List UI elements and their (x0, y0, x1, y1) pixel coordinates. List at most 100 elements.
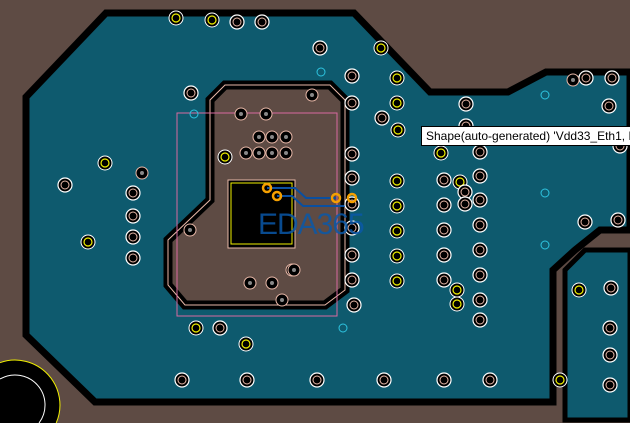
via[interactable] (312, 40, 328, 56)
via[interactable] (125, 250, 141, 266)
via-drill[interactable] (347, 275, 357, 285)
power-via[interactable] (433, 145, 449, 161)
via-drill[interactable] (580, 217, 590, 227)
signal-via[interactable] (540, 188, 550, 198)
signal-via[interactable] (540, 90, 550, 100)
via-drill[interactable] (347, 223, 357, 233)
power-via[interactable] (373, 40, 389, 56)
via[interactable] (229, 14, 245, 30)
power-via[interactable] (204, 12, 220, 28)
power-via[interactable] (389, 70, 405, 86)
via[interactable] (482, 372, 498, 388)
via[interactable] (374, 110, 390, 126)
via[interactable] (212, 320, 228, 336)
via[interactable] (472, 267, 488, 283)
via[interactable] (436, 372, 452, 388)
power-via[interactable] (168, 10, 184, 26)
via-drill[interactable] (284, 135, 288, 139)
via[interactable] (309, 372, 325, 388)
via-drill[interactable] (264, 112, 268, 116)
via-drill[interactable] (604, 101, 614, 111)
power-via-ring[interactable] (241, 339, 251, 349)
via-drill[interactable] (581, 73, 591, 83)
via-drill[interactable] (284, 151, 288, 155)
via[interactable] (344, 170, 360, 186)
via-drill[interactable] (140, 171, 144, 175)
via[interactable] (603, 280, 619, 296)
via-drill[interactable] (347, 173, 357, 183)
via-drill[interactable] (270, 151, 274, 155)
power-via[interactable] (389, 173, 405, 189)
via[interactable] (457, 196, 473, 212)
selected-pad[interactable] (261, 182, 273, 194)
via-drill[interactable] (347, 250, 357, 260)
via-drill[interactable] (280, 298, 284, 302)
power-via[interactable] (389, 273, 405, 289)
via[interactable] (602, 347, 618, 363)
power-via-ring[interactable] (392, 73, 402, 83)
via[interactable] (344, 146, 360, 162)
power-via-ring[interactable] (392, 176, 402, 186)
power-via[interactable] (390, 122, 406, 138)
via[interactable] (472, 242, 488, 258)
via-drill[interactable] (475, 147, 485, 157)
via[interactable] (610, 212, 626, 228)
power-via[interactable] (217, 149, 233, 165)
via-drill[interactable] (605, 350, 615, 360)
power-via[interactable] (389, 223, 405, 239)
via-drill[interactable] (292, 268, 296, 272)
via-drill[interactable] (239, 112, 243, 116)
via-drill[interactable] (270, 281, 274, 285)
via[interactable] (344, 247, 360, 263)
power-via[interactable] (389, 248, 405, 264)
via-drill[interactable] (244, 151, 248, 155)
via[interactable] (174, 372, 190, 388)
via[interactable] (436, 197, 452, 213)
via-drill[interactable] (188, 228, 192, 232)
via[interactable] (604, 70, 620, 86)
via-drill[interactable] (485, 375, 495, 385)
via[interactable] (436, 222, 452, 238)
power-via[interactable] (552, 372, 568, 388)
power-via-ring[interactable] (191, 323, 201, 333)
via-drill[interactable] (460, 199, 470, 209)
via[interactable] (254, 14, 270, 30)
via-drill[interactable] (177, 375, 187, 385)
via-drill[interactable] (605, 323, 615, 333)
via-drill[interactable] (475, 171, 485, 181)
signal-via[interactable] (189, 109, 199, 119)
via[interactable] (125, 208, 141, 224)
via[interactable] (183, 85, 199, 101)
via-drill[interactable] (613, 215, 623, 225)
via-drill[interactable] (475, 195, 485, 205)
via[interactable] (344, 68, 360, 84)
power-via-ring[interactable] (455, 177, 465, 187)
via-drill[interactable] (128, 211, 138, 221)
via-drill[interactable] (475, 295, 485, 305)
via-drill[interactable] (461, 99, 471, 109)
power-via-ring[interactable] (220, 152, 230, 162)
via[interactable] (577, 214, 593, 230)
via[interactable] (436, 247, 452, 263)
via-drill[interactable] (60, 180, 70, 190)
via[interactable] (436, 272, 452, 288)
power-via-ring[interactable] (555, 375, 565, 385)
via-drill[interactable] (128, 232, 138, 242)
power-via-ring[interactable] (392, 276, 402, 286)
via-drill[interactable] (439, 225, 449, 235)
power-via[interactable] (449, 282, 465, 298)
via-drill[interactable] (347, 149, 357, 159)
power-via[interactable] (97, 155, 113, 171)
power-via-ring[interactable] (83, 237, 93, 247)
power-via[interactable] (571, 282, 587, 298)
via[interactable] (601, 98, 617, 114)
via-drill[interactable] (347, 98, 357, 108)
power-via-ring[interactable] (100, 158, 110, 168)
via-drill[interactable] (270, 135, 274, 139)
via-drill[interactable] (475, 245, 485, 255)
via[interactable] (602, 377, 618, 393)
selected-pad[interactable] (330, 192, 342, 204)
via[interactable] (376, 372, 392, 388)
via-drill[interactable] (257, 151, 261, 155)
